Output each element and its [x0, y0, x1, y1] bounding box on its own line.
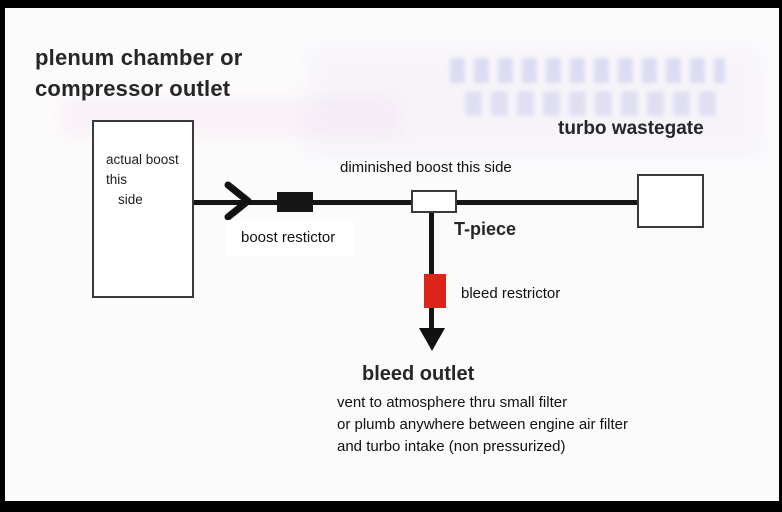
- diminished-boost-label: diminished boost this side: [340, 159, 512, 176]
- flow-arrow-icon: [224, 181, 252, 221]
- t-piece-label: T-piece: [454, 219, 517, 239]
- bleed-note-line3: and turbo intake (non pressurized): [337, 438, 566, 455]
- bleed-line: [429, 202, 434, 334]
- plenum-title-line1: plenum chamber or: [35, 45, 243, 70]
- bleed-note-line1: vent to atmosphere thru small filter: [337, 394, 568, 411]
- bleed-restrictor-block: [424, 274, 446, 308]
- plenum-title-line2: compressor outlet: [35, 76, 231, 101]
- boost-restrictor-block: [277, 192, 313, 212]
- scan-bleed-artifact: [465, 91, 720, 116]
- boost-restrictor-label: boost restictor: [225, 220, 354, 256]
- plenum-title: plenum chamber or compressor outlet: [35, 42, 243, 104]
- bleed-restrictor-label: bleed restrictor: [461, 285, 561, 302]
- actual-boost-label-line1: actual boost this: [106, 152, 179, 187]
- actual-boost-label-line2: side: [118, 192, 143, 207]
- plenum-box: actual boost this side: [92, 120, 194, 298]
- bleed-outlet-note: vent to atmosphere thru small filter or …: [337, 392, 628, 458]
- scan-bleed-artifact: [450, 58, 725, 83]
- actual-boost-label: actual boost this side: [94, 122, 192, 210]
- bleed-note-line2: or plumb anywhere between engine air fil…: [337, 416, 628, 433]
- turbo-wastegate-box: [637, 174, 704, 228]
- bleed-outlet-label: bleed outlet: [362, 363, 475, 385]
- t-piece-box: [411, 190, 457, 213]
- scan-bleed-artifact: [305, 46, 765, 161]
- turbo-wastegate-label: turbo wastegate: [558, 118, 704, 139]
- bleed-outlet-arrow-icon: [419, 328, 445, 351]
